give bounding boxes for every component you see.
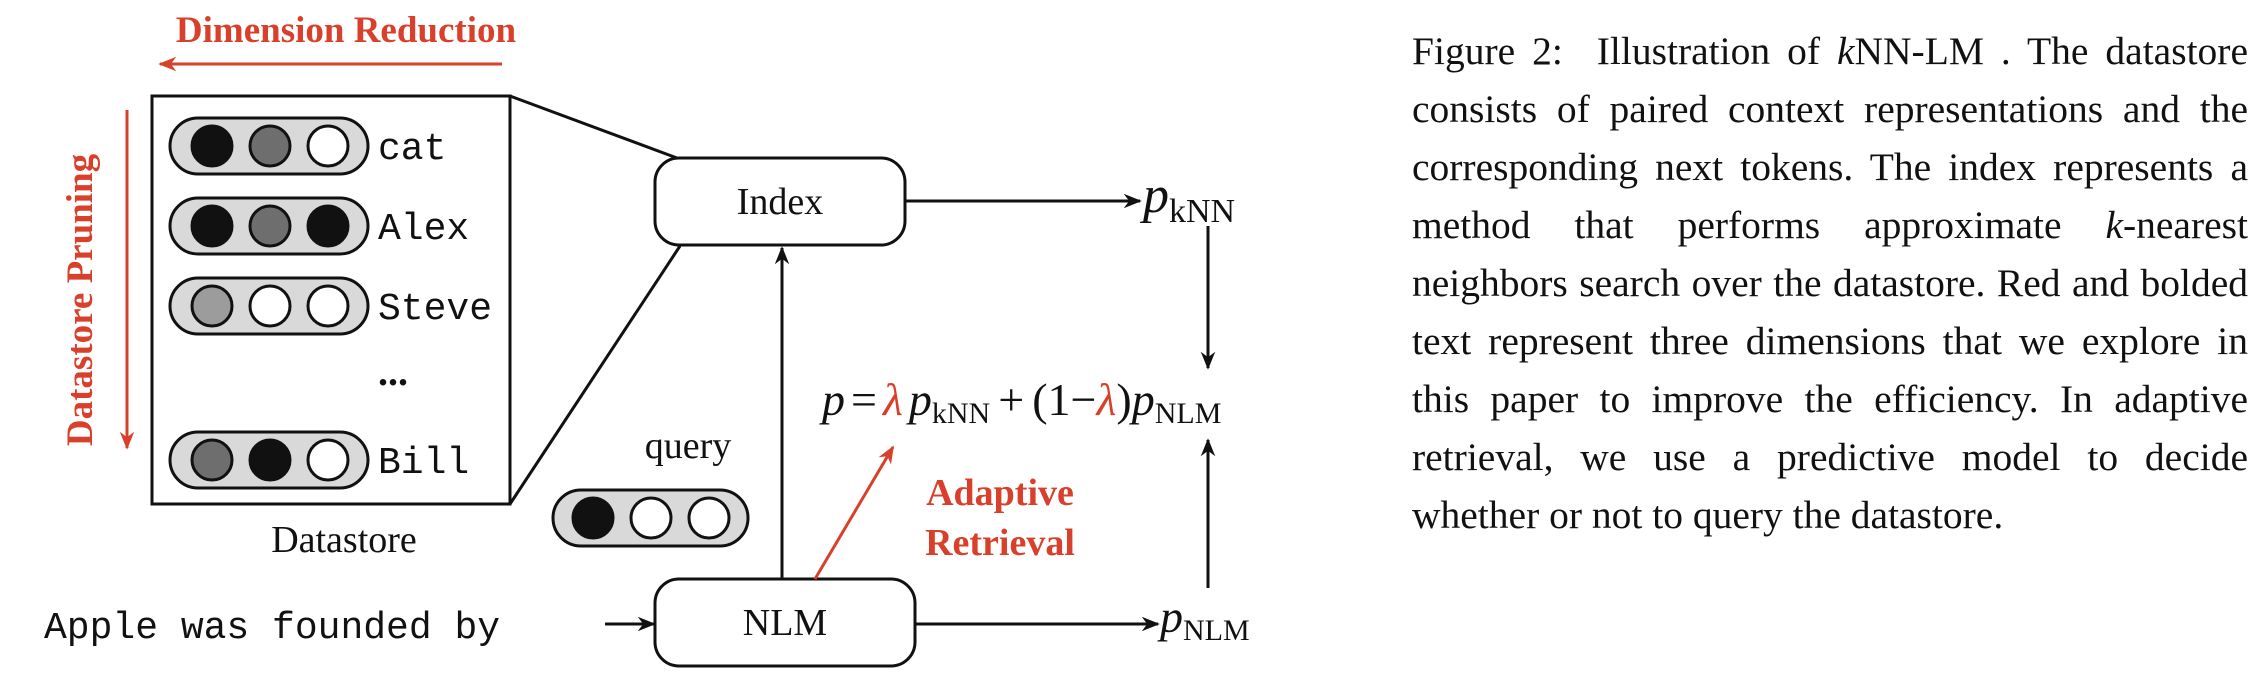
p-knn-label: pkNN [1139,167,1235,230]
caption-text-1: Illustration of [1596,29,1837,73]
query-dim [629,496,673,540]
dimension-reduction-label: Dimension Reduction [176,10,517,51]
datastore-row: Alex [168,196,469,256]
caption-text-3: -nearest neighbors search over the datas… [1412,203,2248,537]
ellipsis: ... [378,349,408,394]
adaptive-retrieval-arrow [813,445,895,580]
figure-caption: Figure 2: Illustration of kNN-LM . The d… [1412,22,2248,544]
vector-dim [190,204,234,248]
next-token-label: Steve [378,288,492,331]
caption-label: Figure 2: [1412,29,1563,73]
query-label: query [645,425,732,467]
vector-dim [306,438,350,482]
vector-dim [248,124,292,168]
datastore-row: Steve [168,276,492,336]
caption-k: k [1836,29,1855,73]
datastore-index-line-top [509,94,678,160]
vector-dim [306,204,350,248]
datastore-row: Bill [168,430,469,490]
datastore-row: cat [168,116,446,176]
next-token-label: Bill [378,442,469,485]
knn-lm-diagram: Dimension Reduction Datastore Pruning ca… [44,10,1250,668]
vector-dim [190,284,234,328]
vector-dim [190,438,234,482]
query-dim [687,496,731,540]
vector-dim [248,284,292,328]
datastore-index-line-bottom [508,245,682,505]
nlm-label: NLM [743,602,827,644]
query-dim [571,496,615,540]
vector-dim [190,124,234,168]
index-label: Index [737,181,824,223]
next-token-label: Alex [378,208,469,251]
vector-dim [306,284,350,328]
datastore-label: Datastore [271,519,417,561]
caption-text-2: NN-LM . The datastore consists of paired… [1412,29,2248,247]
input-text: Apple was founded by [44,607,500,650]
vector-dim [248,204,292,248]
vector-dim [248,438,292,482]
vector-dim [306,124,350,168]
caption-k-2: k [2105,203,2123,247]
p-nlm-label: pNLM [1157,591,1250,647]
datastore-pruning-label: Datastore Pruning [60,153,101,446]
next-token-label: cat [378,128,446,171]
